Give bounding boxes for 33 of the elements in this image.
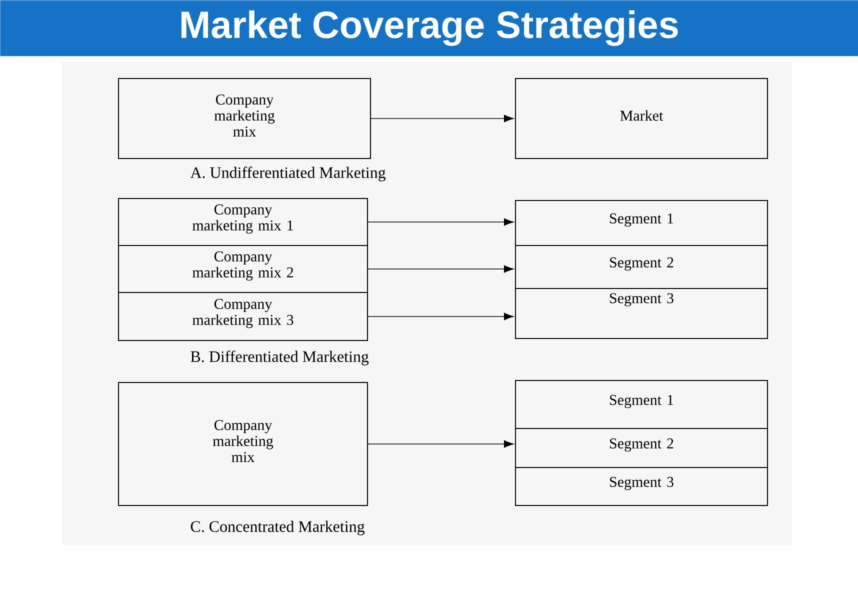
segment-box (515, 428, 768, 468)
box-text: Company marketing mix 1 (192, 204, 293, 234)
title-bar: Market Coverage Strategies (0, 0, 858, 56)
box-text: Segment 3 (610, 293, 674, 306)
box-text: Company marketing mix 2 (192, 251, 293, 281)
mix-box (118, 78, 371, 159)
box-text: Segment 2 (610, 257, 674, 271)
mix-box (118, 198, 368, 246)
arrow (368, 312, 514, 320)
box-text: Company marketing mix (214, 94, 275, 136)
box-text: Company marketing mix 3 (192, 298, 294, 328)
box-text: Segment 3 (610, 476, 674, 490)
box-text: Market (620, 110, 664, 121)
arrow (368, 218, 514, 226)
segment-box (515, 288, 768, 339)
arrow (370, 114, 514, 122)
segment-box (515, 78, 768, 159)
section-caption: B. Differentiated Marketing (190, 350, 369, 366)
box-text: Segment 2 (610, 438, 674, 452)
section-caption: C. Concentrated Marketing (190, 520, 365, 536)
segment-box (515, 245, 768, 289)
arrow (368, 440, 514, 448)
segment-box (515, 380, 768, 429)
section-caption: A. Undifferentiated Marketing (190, 166, 386, 182)
mix-box (118, 292, 368, 341)
box-text: Segment 1 (610, 394, 674, 408)
segment-box (515, 200, 768, 246)
box-text: Segment 1 (610, 213, 674, 227)
arrow (368, 265, 514, 273)
box-text: Company marketing mix (212, 420, 274, 462)
mix-box (118, 382, 368, 506)
segment-box (515, 467, 768, 506)
mix-box (118, 245, 368, 293)
